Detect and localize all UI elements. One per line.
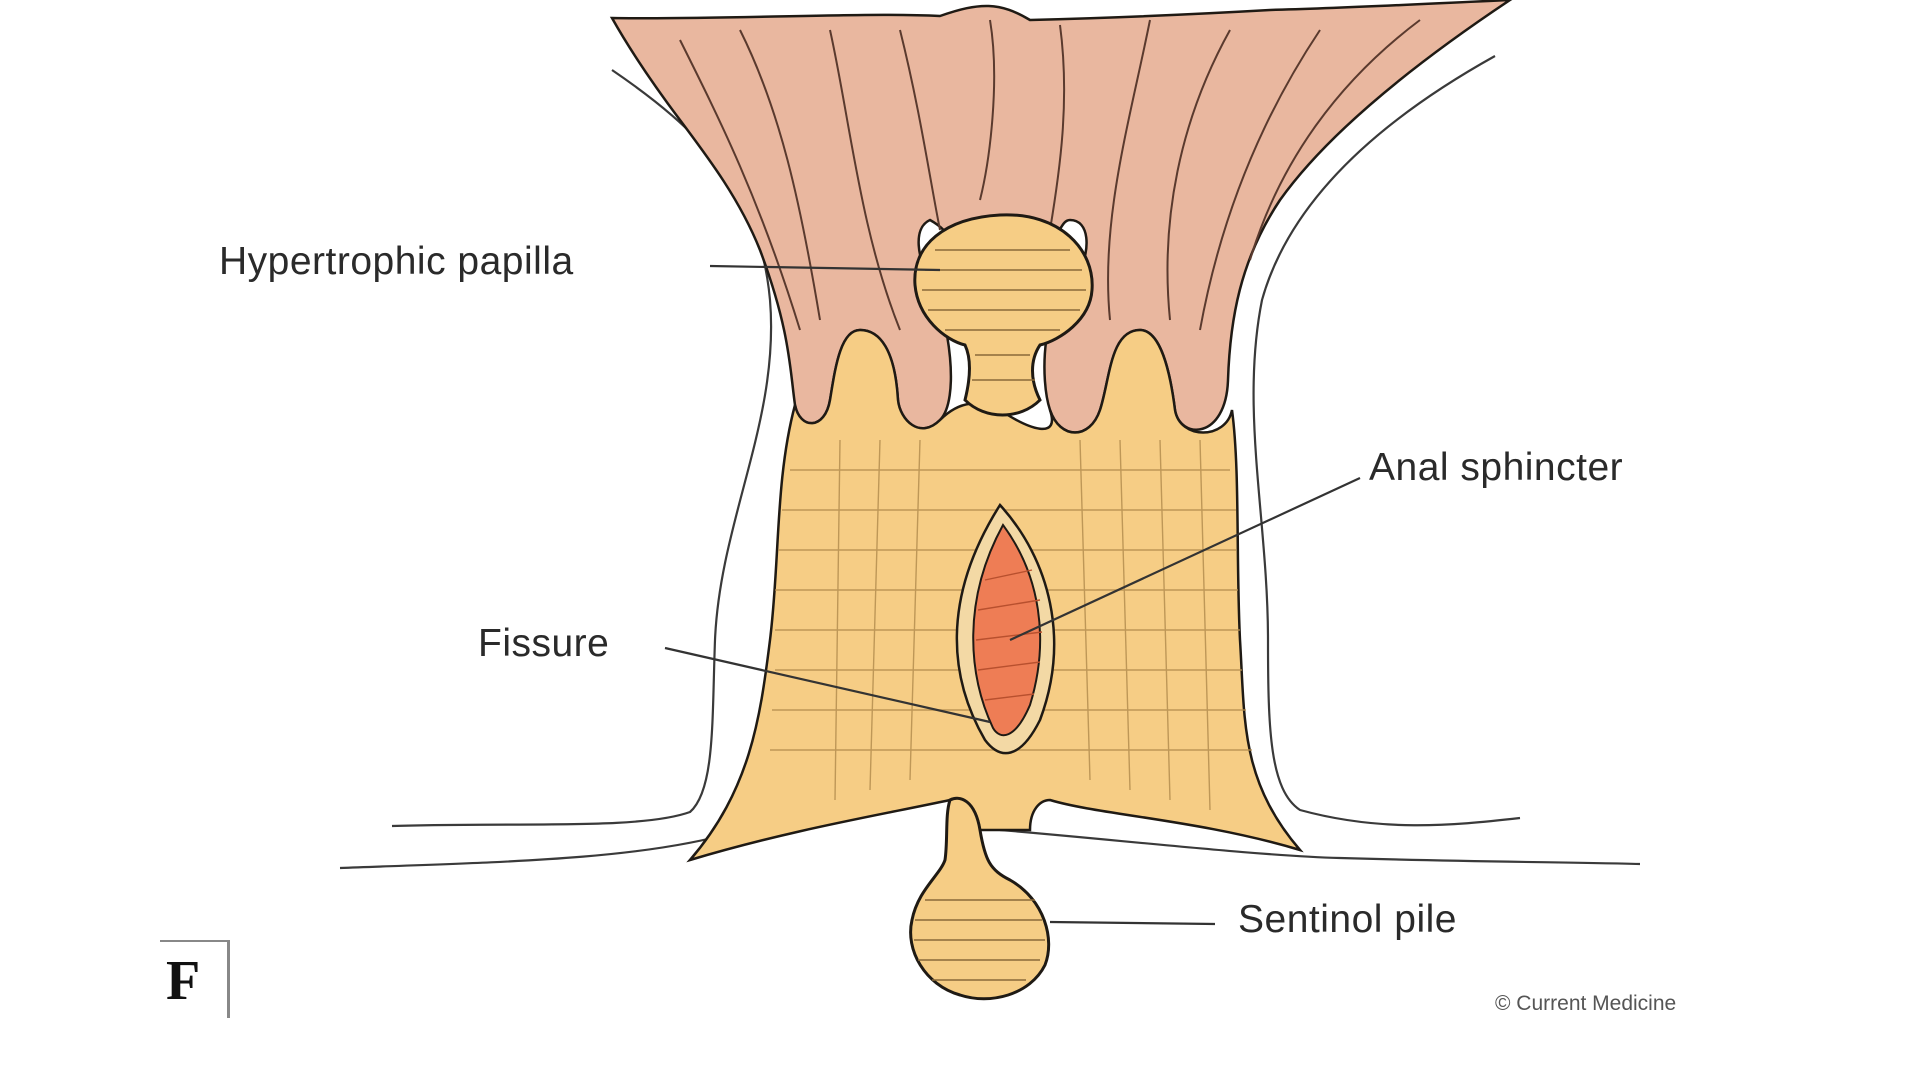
skin-baseline [339,828,1641,870]
label-sentinel-pile: Sentinol pile [1238,898,1457,941]
leader-sentinel-pile [1049,920,1216,926]
panel-letter: F [160,940,230,1018]
fissure-group [955,502,1056,755]
leader-fissure [664,646,991,724]
label-fissure: Fissure [478,622,610,665]
leader-hypertrophic-papilla [709,264,941,272]
label-anal-sphincter: Anal sphincter [1369,446,1624,489]
rectal-mucosa [609,0,1513,434]
copyright-credit: © Current Medicine [1495,992,1677,1015]
label-hypertrophic-papilla: Hypertrophic papilla [219,240,574,283]
leader-anal-sphincter [1009,477,1361,641]
leader-lines [664,264,1361,926]
outer-contour-right [1252,55,1521,827]
sentinel-pile-shape [909,796,1051,1001]
mucosa-folds [679,19,1421,331]
hypertrophic-papilla-shape [913,213,1094,417]
sphincter-texture [770,439,1252,811]
fissure-striations [975,569,1043,701]
outer-contour-left [391,69,773,828]
